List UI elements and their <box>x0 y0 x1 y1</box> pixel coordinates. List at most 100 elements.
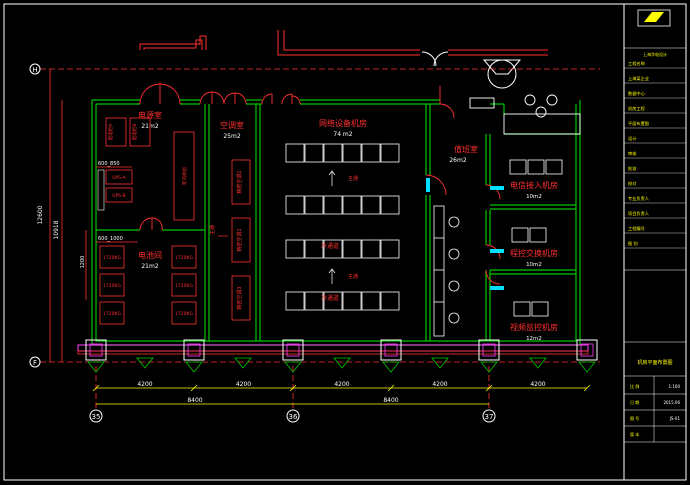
ups-cabinet-a <box>105 169 133 185</box>
room-name-security: 视频监控机房 <box>510 322 558 332</box>
footing-3 <box>431 357 449 369</box>
tb-row-label: 工程名称 <box>628 60 645 67</box>
server-rack-rows <box>285 143 400 311</box>
tb-row-label: 机房工程 <box>628 105 646 112</box>
battery-cell-label: 1720KG <box>103 311 121 317</box>
aisle-arrows <box>328 170 336 284</box>
outdoor-units <box>469 94 581 135</box>
footing-4 <box>529 357 547 369</box>
hot-aisle-1: 主通 <box>348 175 358 182</box>
battery-cell-label: 1720KG <box>103 283 121 289</box>
server-rack <box>380 143 400 163</box>
bottom-dimensions <box>96 387 587 405</box>
dim-left-outer: 12600 <box>37 205 44 224</box>
room-area-network: 74 m2 <box>333 131 352 138</box>
battery-rack-right: 1720KG 1720KG 1720KG <box>171 245 197 325</box>
server-rack <box>323 195 343 215</box>
room-area-security: 12m2 <box>526 336 542 342</box>
total-dim-1: 8400 <box>187 397 202 404</box>
axis-label-f: F <box>33 359 37 367</box>
column-5 <box>576 339 598 373</box>
server-rack <box>285 291 305 311</box>
column-0 <box>85 339 107 373</box>
tb-row-label: 设计 <box>628 135 636 142</box>
server-rack <box>304 291 324 311</box>
axis-bubble-h: H <box>29 63 41 75</box>
dim-tick-3 <box>387 384 395 392</box>
duty-door-marker <box>426 178 430 192</box>
server-rack <box>342 195 362 215</box>
axis-bubble-37: 37 <box>482 409 496 423</box>
cold-aisle-2: 冷通道 <box>321 294 339 302</box>
battery-rack-left: 1720KG 1720KG 1720KG <box>99 245 125 325</box>
ac-unit-label: 精密空调3 <box>236 286 243 309</box>
company-logo <box>637 9 671 27</box>
axis-label-37: 37 <box>485 413 494 421</box>
battery-cell-label: 1720KG <box>175 255 193 261</box>
small-label-1: 600_850 <box>98 161 120 167</box>
cable-tray <box>97 169 105 211</box>
axis-bubble-35: 35 <box>89 409 103 423</box>
column-4 <box>478 339 500 373</box>
server-rack <box>361 239 381 259</box>
axis-label-36: 36 <box>289 413 298 421</box>
column-2 <box>282 339 304 373</box>
tb-row-label: 专业负责人 <box>628 195 650 202</box>
battery-cell <box>171 273 197 297</box>
dim-left-small: 1200 <box>80 256 86 269</box>
server-rack <box>323 239 343 259</box>
cold-aisle-1: 冷通道 <box>321 242 339 250</box>
ac-unit <box>231 217 251 263</box>
drawing-frame <box>3 3 687 481</box>
power-cabinet-column <box>173 131 195 221</box>
server-rack <box>342 143 362 163</box>
structure-columns <box>85 339 598 373</box>
room-area-battery: 21m2 <box>141 263 158 270</box>
security-rack-1 <box>513 301 531 317</box>
server-rack <box>304 195 324 215</box>
date-value: 2015.06 <box>663 400 680 405</box>
telecom-rack-1 <box>509 159 527 175</box>
tb-row-label: 工程编号 <box>628 225 645 232</box>
ups-cabinet-b <box>105 187 133 203</box>
footing-0 <box>136 357 154 369</box>
server-rack <box>342 239 362 259</box>
date-label: 日 期 <box>630 399 639 405</box>
exchange-rack-2 <box>529 227 547 243</box>
battery-cell-label: 1720KG <box>103 255 121 261</box>
dist-cabinet-b-label: 配电柜B <box>131 124 138 141</box>
battery-cell <box>99 245 125 269</box>
ups-cabinet-b-label: UPS-B <box>112 193 125 199</box>
bottom-columns <box>77 344 589 355</box>
span-dim-1: 4200 <box>236 381 251 388</box>
server-rack <box>323 291 343 311</box>
tb-row-label: 图 别 <box>628 240 638 247</box>
battery-cell <box>171 301 197 325</box>
telecom-door-marker <box>490 186 504 190</box>
server-rack <box>361 143 381 163</box>
room-name-power: 电源室 <box>138 110 162 120</box>
tb-row-label: 数据中心 <box>628 90 646 97</box>
server-rack <box>380 239 400 259</box>
column-3 <box>380 339 402 373</box>
server-rack <box>323 143 343 163</box>
server-rack <box>361 291 381 311</box>
battery-cell <box>99 273 125 297</box>
axis-label-35: 35 <box>92 413 101 421</box>
sheet-label: 图 号 <box>630 415 639 421</box>
title-block-svg: 工程名称上海某企业数据中心机房工程平面布置图设计审核批准校对专业负责人项目负责人… <box>623 3 687 481</box>
axis-bubble-f: F <box>29 356 41 368</box>
battery-cell-label: 1720KG <box>175 283 193 289</box>
server-rack <box>380 195 400 215</box>
ac-unit-label: 精密空调2 <box>236 228 243 251</box>
company-name: 上海华电设计 <box>643 51 667 57</box>
title-block-rows: 工程名称上海某企业数据中心机房工程平面布置图设计审核批准校对专业负责人项目负责人… <box>624 60 686 249</box>
security-rack-2 <box>531 301 549 317</box>
small-label-2: 600_1000 <box>98 236 123 242</box>
battery-cell-label: 1720KG <box>175 311 193 317</box>
sheet-value: JS-01 <box>669 416 681 421</box>
server-rack <box>361 195 381 215</box>
server-rack <box>285 239 305 259</box>
